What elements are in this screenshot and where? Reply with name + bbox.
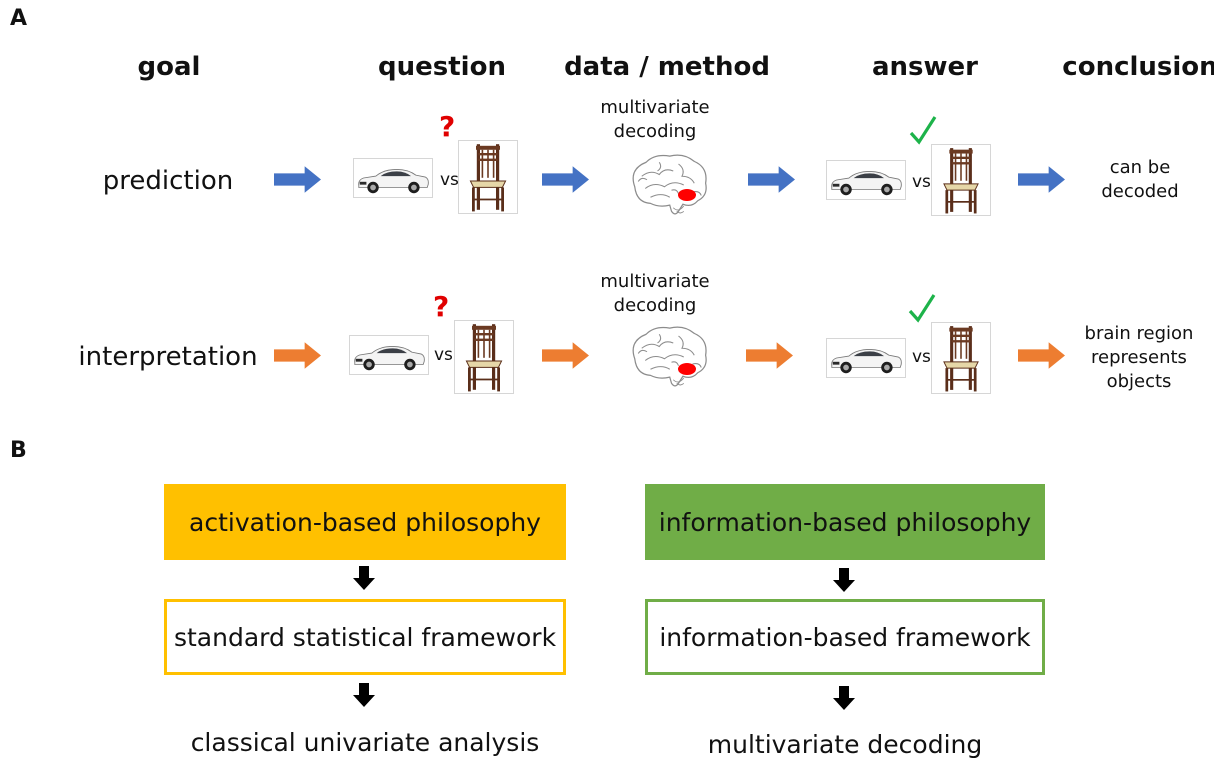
brain-icon (624, 322, 712, 392)
question-mark-icon: ? (433, 290, 450, 323)
header-answer: answer (871, 52, 978, 82)
header-conclusion: conclusion (1062, 52, 1214, 82)
chair-image (454, 320, 514, 394)
chair-image (931, 144, 991, 216)
orange-arrow-icon (746, 342, 793, 369)
vs-label: vs (440, 170, 459, 190)
chair-image (458, 140, 518, 214)
chair-image (931, 322, 991, 394)
blue-arrow-icon (748, 166, 795, 193)
information-philosophy-box: information-based philosophy (645, 484, 1045, 560)
header-method: data / method (564, 52, 770, 82)
method-line-2: decoding (613, 121, 697, 142)
down-arrow-icon (353, 683, 375, 707)
brain-icon (624, 150, 712, 220)
activation-philosophy-box: activation-based philosophy (164, 484, 566, 560)
check-mark-icon (908, 294, 936, 323)
method-line-1: multivariate (600, 97, 710, 118)
method-line-2: decoding (613, 295, 697, 316)
down-arrow-icon (833, 686, 855, 710)
blue-arrow-icon (274, 166, 321, 193)
conclusion-line-1: brain region (1084, 323, 1194, 344)
goal-interpretation: interpretation (78, 342, 258, 372)
vs-label: vs (912, 172, 931, 192)
orange-arrow-icon (274, 342, 321, 369)
vs-label: vs (912, 347, 931, 367)
standard-framework-box: standard statistical framework (164, 599, 566, 675)
vs-label: vs (434, 345, 453, 365)
conclusion-line-3: objects (1106, 371, 1172, 392)
car-image (353, 158, 433, 198)
information-framework-label: information-based framework (659, 622, 1031, 652)
conclusion-line-1: can be (1109, 157, 1171, 178)
down-arrow-icon (353, 566, 375, 590)
orange-arrow-icon (542, 342, 589, 369)
multivariate-decoding-label: multivariate decoding (707, 730, 983, 759)
orange-arrow-icon (1018, 342, 1065, 369)
header-question: question (378, 52, 506, 82)
information-framework-box: information-based framework (645, 599, 1045, 675)
car-image (826, 338, 906, 378)
question-mark-icon: ? (439, 110, 456, 143)
blue-arrow-icon (542, 166, 589, 193)
activation-philosophy-label: activation-based philosophy (189, 507, 541, 537)
panel-b-label: B (10, 438, 27, 463)
conclusion-line-2: decoded (1101, 181, 1179, 202)
panel-a-label: A (10, 6, 28, 31)
blue-arrow-icon (1018, 166, 1065, 193)
brain-region-highlight (678, 363, 696, 375)
method-label: multivariate decoding (590, 96, 720, 144)
car-image (826, 160, 906, 200)
conclusion-text: can be decoded (1080, 156, 1200, 204)
brain-region-highlight (678, 189, 696, 201)
conclusion-text: brain region represents objects (1074, 322, 1204, 394)
classical-analysis-label: classical univariate analysis (190, 728, 540, 757)
conclusion-line-2: represents (1091, 347, 1187, 368)
standard-framework-label: standard statistical framework (173, 622, 557, 652)
down-arrow-icon (833, 568, 855, 592)
method-line-1: multivariate (600, 271, 710, 292)
header-goal: goal (137, 52, 201, 82)
check-mark-icon (909, 116, 937, 145)
method-label: multivariate decoding (590, 270, 720, 318)
car-image (349, 335, 429, 375)
information-philosophy-label: information-based philosophy (658, 507, 1032, 537)
goal-prediction: prediction (102, 166, 234, 196)
